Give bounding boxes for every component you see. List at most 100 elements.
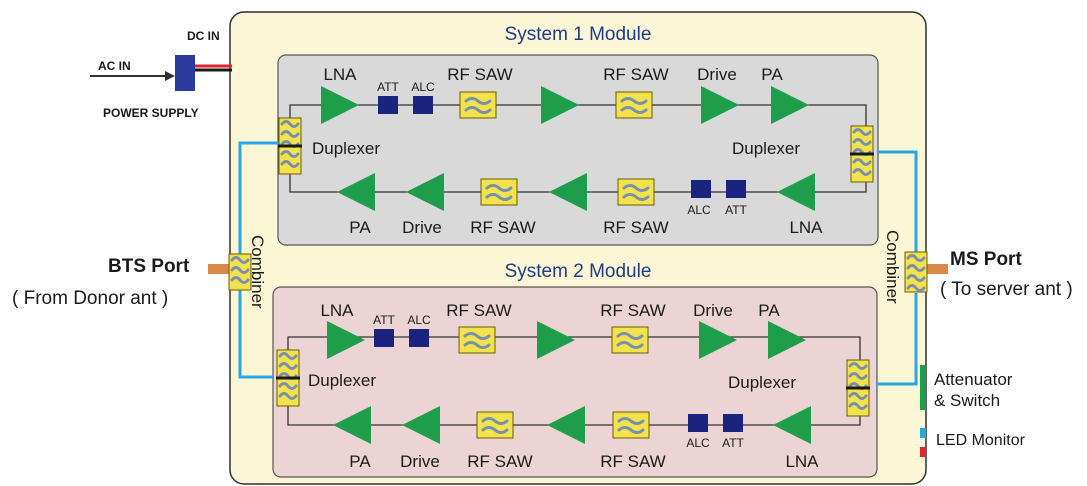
s2-dn-alc-label: ALC	[686, 436, 710, 450]
s2-duplexer-right-wave-4	[848, 402, 868, 410]
s2-up-saw-1	[458, 326, 496, 354]
combiner-left-wave-1	[230, 266, 250, 274]
s2-up-drive	[699, 321, 737, 359]
s1-duplexer-right-wave-3	[852, 158, 872, 166]
s1-up-saw-2-wave-1	[620, 97, 648, 105]
s2-duplexer-left-wave-0	[278, 352, 298, 360]
s1-up-saw-1	[459, 91, 497, 119]
s1-up-alc-block	[413, 96, 433, 114]
s2-up-drive-label: Drive	[693, 301, 733, 320]
s1-dn-pa-label: PA	[349, 218, 371, 237]
combiner-right-label: Combiner	[883, 230, 902, 304]
system-2-duplexer-left-label: Duplexer	[308, 371, 376, 390]
s2-dn-drive	[402, 406, 440, 444]
s1-up-att-block	[378, 96, 398, 114]
s2-up-lna-label: LNA	[320, 301, 354, 320]
combiner-right-wave-0	[906, 254, 926, 262]
s1-up-att-label: ATT	[377, 80, 399, 94]
s1-duplexer-left-wave-4	[280, 160, 300, 168]
s1-duplexer-right-wave-4	[852, 168, 872, 176]
s1-up-drive-label: Drive	[697, 65, 737, 84]
bts-port-subtitle: ( From Donor ant )	[12, 288, 168, 309]
s2-dn-saw-2-wave-1	[617, 417, 645, 425]
system-2-duplexer-right-label: Duplexer	[728, 373, 796, 392]
s2-dn-saw-2-wave-2	[617, 426, 645, 434]
s2-up-saw2-label: RF SAW	[600, 301, 665, 320]
s1-up-saw-1-wave-1	[464, 97, 492, 105]
s1-duplexer-right-wave-1	[852, 138, 872, 146]
s2-dn-lna	[773, 406, 811, 444]
s1-dn-alc-label: ALC	[687, 203, 711, 217]
s2-up-saw-1-wave-2	[463, 341, 491, 349]
s2-up-pa	[768, 321, 806, 359]
s1-up-saw1-label: RF SAW	[447, 65, 512, 84]
s1-duplexer-left-wave-3	[280, 150, 300, 158]
legend-led-label: LED Monitor	[936, 432, 1026, 449]
legend-attenuator-swatch	[920, 365, 926, 410]
s1-up-pa	[771, 86, 809, 124]
s1-dn-saw-1-wave-1	[485, 184, 513, 192]
s1-duplexer-right-wave-0	[852, 128, 872, 136]
power-supply: AC IN DC IN POWER SUPPLY	[90, 29, 232, 120]
s2-up-saw-1-wave-1	[463, 332, 491, 340]
s2-up-saw-2-wave-1	[616, 332, 644, 340]
bts-port-title: BTS Port	[108, 256, 190, 277]
combiner-left-wave-0	[230, 256, 250, 264]
ac-in-arrowhead	[165, 71, 175, 81]
s2-dn-saw-1-wave-1	[481, 417, 509, 425]
s1-dn-saw-2-wave-2	[622, 193, 650, 201]
cable-bts-system-1	[238, 141, 280, 254]
s1-up-drive	[701, 86, 739, 124]
cable-bts-system-2	[238, 290, 274, 379]
s2-up-alc-label: ALC	[407, 313, 431, 327]
s2-duplexer-left-wave-4	[278, 392, 298, 400]
system-1-title: System 1 Module	[505, 24, 652, 45]
s1-up-amp	[541, 86, 579, 124]
s1-up-saw2-label: RF SAW	[603, 65, 668, 84]
s1-dn-att-block	[726, 180, 746, 198]
s2-up-alc-block	[409, 329, 429, 347]
s2-dn-pa	[333, 406, 371, 444]
s2-up-saw1-label: RF SAW	[446, 301, 511, 320]
s2-up-att-block	[374, 329, 394, 347]
s1-dn-alc-block	[691, 180, 711, 198]
bts-port-connector	[208, 264, 232, 274]
s1-up-saw-2	[615, 91, 653, 119]
system-1-duplexer-left-label: Duplexer	[312, 139, 380, 158]
s2-dn-lna-label: LNA	[785, 452, 819, 471]
s2-duplexer-left-wave-1	[278, 362, 298, 370]
combiner-right-wave-1	[906, 264, 926, 272]
s2-up-pa-label: PA	[758, 301, 780, 320]
system-1-duplexer-right-label: Duplexer	[732, 139, 800, 158]
s1-dn-att-label: ATT	[725, 203, 747, 217]
s2-duplexer-left-wave-3	[278, 382, 298, 390]
s1-dn-saw2-label: RF SAW	[603, 218, 668, 237]
s2-dn-pa-label: PA	[349, 452, 371, 471]
s1-dn-amp	[549, 173, 587, 211]
s2-dn-att-label: ATT	[722, 436, 744, 450]
ms-port-subtitle: ( To server ant )	[940, 279, 1073, 300]
rf-components	[228, 86, 928, 444]
s2-dn-saw-1	[476, 411, 514, 439]
legend-led-red-swatch	[920, 447, 926, 457]
s1-up-alc-label: ALC	[411, 80, 435, 94]
s1-up-lna	[321, 86, 359, 124]
s2-up-amp	[537, 321, 575, 359]
legend-attenuator-label-2: & Switch	[934, 391, 1000, 410]
combiner-left-wave-2	[230, 276, 250, 284]
s2-duplexer-right-wave-0	[848, 362, 868, 370]
ms-port-connector	[924, 264, 948, 274]
combiner-right-wave-2	[906, 274, 926, 282]
s2-up-saw-2-wave-2	[616, 341, 644, 349]
s2-dn-saw-1-wave-2	[481, 426, 509, 434]
s1-dn-lna	[777, 173, 815, 211]
s2-up-lna	[327, 321, 365, 359]
s2-dn-drive-label: Drive	[400, 452, 440, 471]
s1-dn-saw-1-wave-2	[485, 193, 513, 201]
combiner-right	[904, 251, 928, 293]
ac-in-label: AC IN	[98, 59, 131, 73]
s1-duplexer-left-wave-1	[280, 130, 300, 138]
s2-dn-amp	[547, 406, 585, 444]
dc-in-label: DC IN	[187, 29, 220, 43]
